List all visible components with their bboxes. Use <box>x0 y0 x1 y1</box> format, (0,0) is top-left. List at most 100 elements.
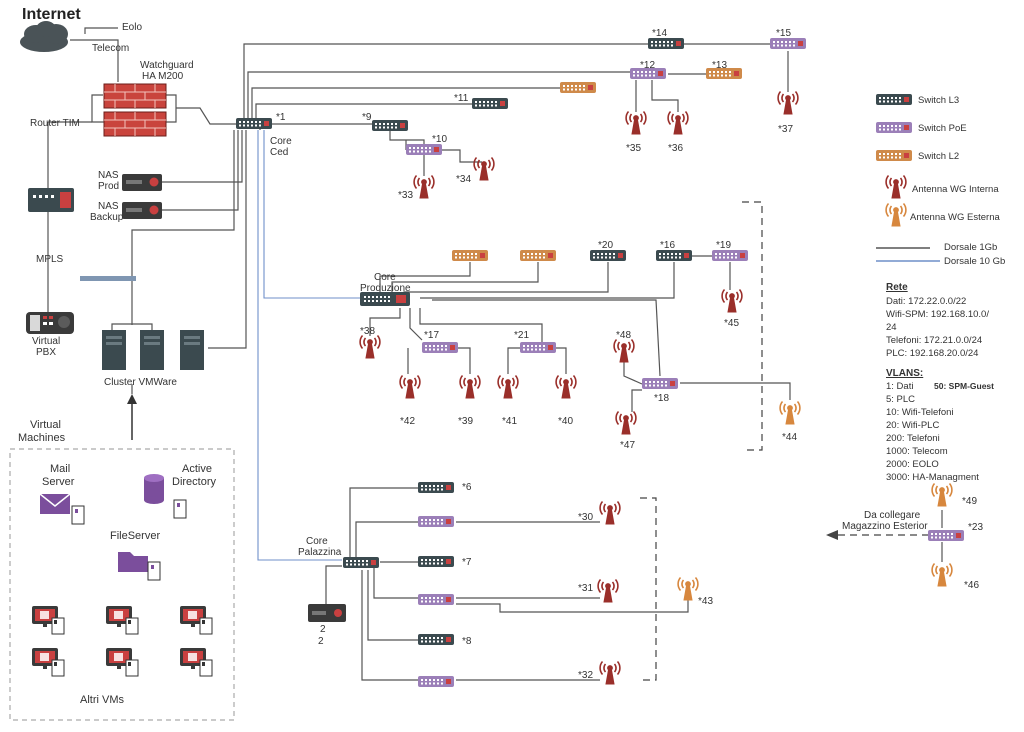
mpls-link-icon <box>80 276 136 281</box>
node-label: *47 <box>620 440 636 451</box>
legend-switch-poe-label: Switch PoE <box>918 123 967 134</box>
backbone-1gb-links <box>47 27 943 681</box>
node-label: *49 <box>962 496 978 507</box>
altri-vms-label: Altri VMs <box>80 694 124 706</box>
mail-server-icon <box>39 493 85 525</box>
vlan-entry: 1: Dati <box>886 381 914 392</box>
node-label: *39 <box>458 416 474 427</box>
firewall-label-line2: HA M200 <box>142 71 184 82</box>
mail-server-label-line1: Mail <box>50 463 71 475</box>
node-label: *17 <box>424 330 440 341</box>
dashed-groups <box>640 201 941 681</box>
magazzino-label-line2: Magazzino Esterior <box>842 521 928 532</box>
rete-entry: PLC: 192.168.20.0/24 <box>886 348 979 359</box>
antenna-esterna-icon <box>677 400 953 601</box>
router-tim-icon <box>28 188 74 212</box>
node-label: *6 <box>462 482 472 493</box>
magazzino-label-line1: Da collegare <box>864 510 921 521</box>
node-label: *37 <box>778 124 794 135</box>
arrow-up-icon <box>127 394 137 404</box>
vlans-title: VLANS: <box>886 368 924 379</box>
nas-prod-label-line2: Prod <box>98 181 120 192</box>
node-label: *48 <box>616 330 632 341</box>
legend-antenna-esterna-label: Antenna WG Esterna <box>910 212 1000 223</box>
switch-l3-icon <box>372 38 692 645</box>
vlan-entry: 5: PLC <box>886 394 916 405</box>
switch-l2-icon <box>452 68 742 261</box>
core-produzione-label-line1: Core <box>374 272 396 283</box>
active-directory-label-line2: Directory <box>172 476 217 488</box>
cluster-label: Cluster VMWare <box>104 377 177 388</box>
palazzina-device-label-line1: 2 <box>320 624 326 635</box>
rete-title: Rete <box>886 282 908 293</box>
eolo-label: Eolo <box>122 22 143 33</box>
node-label: *9 <box>362 112 372 123</box>
core-palazzina-label-line1: Core <box>306 536 328 547</box>
node-label: *36 <box>668 143 684 154</box>
node-label: *40 <box>558 416 574 427</box>
core-ced-label-line1: Core <box>270 136 292 147</box>
active-directory-label-line1: Active <box>182 463 212 475</box>
mail-server-label-line2: Server <box>42 476 75 488</box>
active-directory-icon <box>144 474 187 519</box>
node-label: *13 <box>712 60 728 71</box>
arrow-left-icon <box>826 530 838 540</box>
palazzina-device-icon <box>308 604 346 622</box>
internet-cloud-icon <box>20 21 68 52</box>
node-label: *30 <box>578 512 594 523</box>
legend-antenna-interna-label: Antenna WG Interna <box>912 184 999 195</box>
legend-10gb-label: Dorsale 10 Gb <box>944 256 1006 267</box>
node-label: *44 <box>782 432 798 443</box>
rete-entry: Telefoni: 172.21.0.0/24 <box>886 335 983 346</box>
node-label: *34 <box>456 174 472 185</box>
virtual-machines-title-line2: Machines <box>18 432 66 444</box>
legend-antenna-interna-icon <box>885 174 907 199</box>
core-palazzina-label-line2: Palazzina <box>298 547 342 558</box>
legend-switch-l3-label: Switch L3 <box>918 95 960 106</box>
virtual-machines-box <box>9 448 235 721</box>
legend-switch-l3-icon <box>876 94 912 105</box>
node-label: *18 <box>654 393 670 404</box>
vlan-entry: 3000: HA-Managment <box>886 472 979 483</box>
core-ced-tag: *1 <box>276 112 286 123</box>
firewall-icon <box>103 83 167 137</box>
node-label: *46 <box>964 580 980 591</box>
fileserver-icon <box>118 552 161 581</box>
telecom-label: Telecom <box>92 43 130 54</box>
node-label: *42 <box>400 416 416 427</box>
node-label: *38 <box>360 326 376 337</box>
pbx-label-line2: PBX <box>36 347 57 358</box>
core-palazzina-switch-icon <box>343 557 379 568</box>
pbx-icon <box>26 312 74 334</box>
backbone-10gb-links <box>257 130 360 561</box>
nas-prod-icon <box>122 174 162 191</box>
node-label: *33 <box>398 190 414 201</box>
switch-l3-icon <box>236 118 272 129</box>
node-label: *32 <box>578 670 594 681</box>
node-label: *16 <box>660 240 676 251</box>
vm-icon <box>31 605 213 677</box>
nas-backup-icon <box>122 202 162 219</box>
server-icon <box>102 330 204 370</box>
node-label: *45 <box>724 318 740 329</box>
rete-entry: Dati: 172.22.0.0/22 <box>886 296 967 307</box>
legend-antenna-esterna-icon <box>885 202 907 227</box>
node-label: *19 <box>716 240 732 251</box>
legend-switch-l2-icon <box>876 150 912 161</box>
node-label: *35 <box>626 143 642 154</box>
core-ced-label-line2: Ced <box>270 147 289 158</box>
internet-title: Internet <box>22 6 81 23</box>
legend-switch-poe-icon <box>876 122 912 133</box>
palazzina-device-label-line2: 2 <box>318 636 324 647</box>
node-label: *10 <box>432 134 448 145</box>
legend-switch-l2-label: Switch L2 <box>918 151 960 162</box>
node-label: *7 <box>462 557 472 568</box>
pbx-label-line1: Virtual <box>32 336 61 347</box>
node-label: *15 <box>776 28 792 39</box>
node-label: *11 <box>454 93 469 104</box>
nas-prod-label-line1: NAS <box>98 170 119 181</box>
node-label: *43 <box>698 596 714 607</box>
switch-poe-icon <box>406 38 964 687</box>
